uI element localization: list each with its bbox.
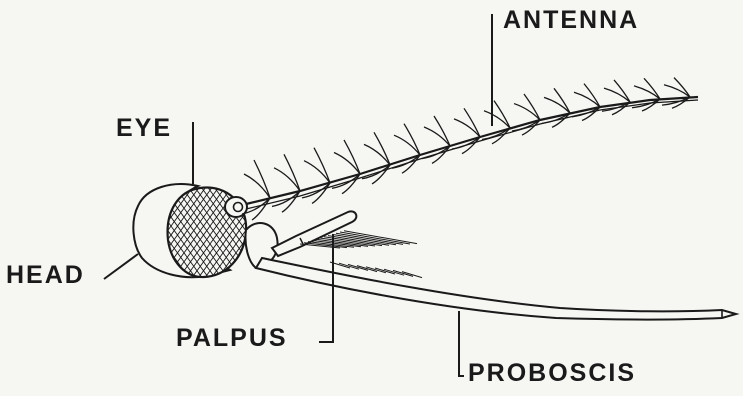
antenna-label: ANTENNA [503,8,639,33]
proboscis-leader [459,311,464,376]
head-label: HEAD [6,263,85,288]
head-leader [104,254,138,279]
palpus-label: PALPUS [176,326,288,351]
proboscis-label: PROBOSCIS [468,361,636,386]
antenna-flagellum [242,78,698,220]
eye-label: EYE [116,116,172,141]
palpus-leader [319,234,333,342]
proboscis [256,258,736,320]
